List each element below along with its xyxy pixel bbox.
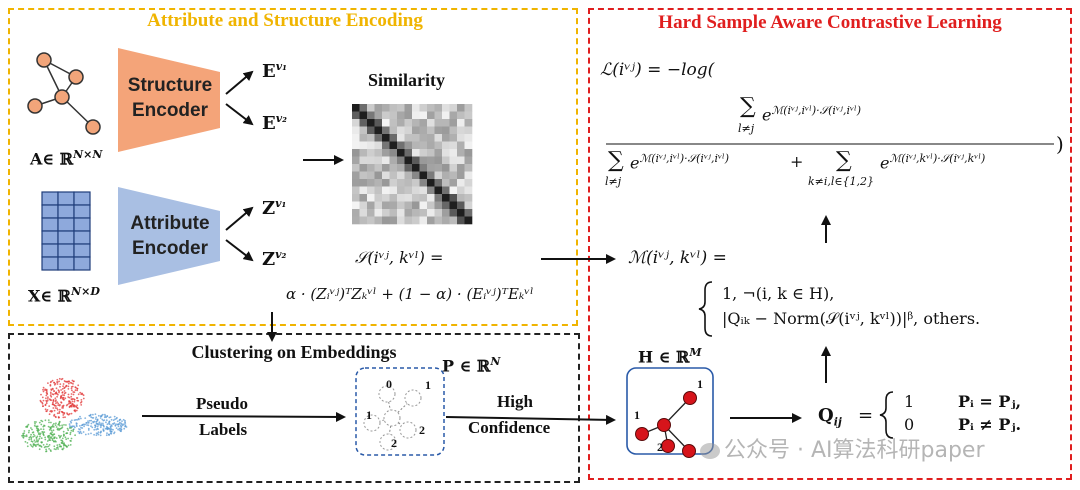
denominator-sub2: k≠i,l∈{1,2} [808,175,875,188]
pseudo-label-graph [355,367,445,456]
denominator-sum2: ∑ [836,148,852,173]
structure-encoder-word2: Encoder [131,100,209,121]
pseudo-node-1b: 1 [366,408,372,422]
m-formula-lhs: ℳ(iᵛʲ, kᵛˡ) = [628,248,727,268]
hard-sample-panel [588,8,1072,480]
hard-sample-title: Hard Sample Aware Contrastive Learning [658,12,1002,33]
pseudo-node-0: 0 [386,377,392,391]
denominator-sum1: ∑ [608,148,624,173]
cluster-scatter-plot [21,377,128,453]
pseudo-node-1a: 1 [425,378,431,392]
q-equals: = [858,405,874,426]
encoding-panel [8,8,578,326]
similarity-formula-rhs: α · (Zᵢᵛʲ)ᵀZₖᵛˡ + (1 − α) · (Eᵢᵛʲ)ᵀEₖᵛˡ [286,285,534,303]
encoding-title: Attribute and Structure Encoding [147,10,423,31]
denominator-exp1: eℳ(iᵛʲ,iᵛˡ)·𝒮(iᵛʲ,iᵛˡ) [630,152,730,173]
m-case-2: |Qᵢₖ − Norm(𝒮(iᵛʲ, kᵛˡ))|ᵝ, others. [722,309,981,328]
h-label: H ∈ ℝM [638,346,702,367]
q-case-brace [879,391,894,439]
embedding-e2: Ev₂ [262,112,287,134]
attribute-encoder-word1: Attribute [130,213,210,234]
pseudo-node-2b: 2 [391,436,397,450]
feature-label: X∈ ℝN×D [28,285,100,306]
attribute-encoder-shape [118,187,220,285]
high-word: High [497,392,533,411]
similarity-title: Similarity [368,70,445,90]
q-lhs: Qij [818,405,842,429]
loss-close-paren: ) [1056,132,1064,156]
m-case-1: 1, ¬(i, k ∈ H), [722,284,835,303]
embedding-z1: Zv₁ [262,197,287,219]
encoder-output-arrows [141,70,831,425]
hard-node-2: 2 [657,440,663,454]
clustering-panel [8,333,580,483]
loss-lhs: ℒ(iᵛʲ) = −log( [600,60,715,80]
q-case2-value: 0 [904,415,915,434]
q-case1-value: 1 [904,392,915,411]
attribute-encoder-label: Attribute Encoder [118,211,222,261]
hard-sample-graph [626,367,714,458]
denominator-plus: + [790,152,804,171]
pseudo-word: Pseudo [196,394,248,413]
numerator-sum: ∑ [740,94,756,119]
denominator-exp2: eℳ(iᵛʲ,kᵛˡ)·𝒮(iᵛʲ,kᵛˡ) [880,152,986,173]
wechat-icon [700,443,720,459]
labels-word: Labels [199,420,248,439]
numerator-exp: eℳ(iᵛʲ,iᵛˡ)·𝒮(iᵛʲ,iᵛˡ) [762,104,862,125]
hard-node-1b: 1 [634,408,640,422]
structure-encoder-label: Structure Encoder [118,73,222,123]
embedding-z2: Zv₂ [262,248,287,270]
watermark-text: 公众号 · AI算法科研paper [700,432,985,464]
numerator-sub: l≠j [738,122,755,135]
embedding-e1: Ev₁ [262,60,287,82]
pseudo-node-2a: 2 [419,423,425,437]
attribute-encoder-word2: Encoder [131,238,209,259]
adjacency-graph-icon [27,52,101,135]
feature-matrix-icon [41,191,91,271]
p-label: P ∈ ℝN [442,355,501,376]
hard-node-1a: 1 [697,377,703,391]
adjacency-label: A∈ ℝN×N [30,148,103,169]
denominator-sub1: l≠j [605,175,622,188]
similarity-formula-lhs: 𝒮(iᵛʲ, kᵛˡ) = [355,248,444,267]
similarity-matrix-heatmap [352,104,473,225]
q-case2-condition: Pᵢ ≠ Pⱼ. [958,415,1022,434]
q-case1-condition: Pᵢ = Pⱼ, [958,392,1022,411]
m-case-brace [698,281,713,337]
structure-encoder-shape [118,48,220,152]
structure-encoder-word1: Structure [127,75,213,96]
confidence-word: Confidence [468,418,551,437]
clustering-title: Clustering on Embeddings [191,342,397,362]
